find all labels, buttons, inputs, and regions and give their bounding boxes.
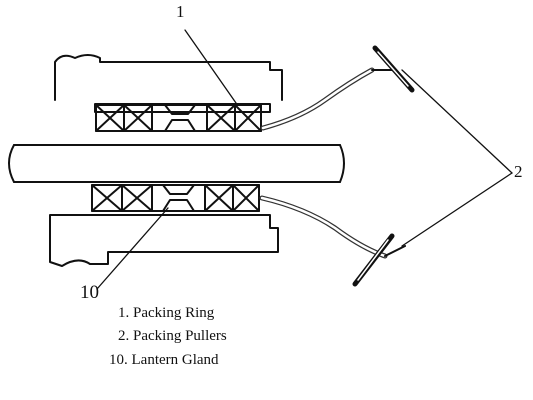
legend-item-packing-ring: 1. Packing Ring [118, 305, 215, 321]
leader-10 [96, 207, 169, 290]
leader-1 [184, 29, 237, 104]
callout-1: 1 [176, 2, 185, 21]
lower-housing [49, 214, 279, 267]
legend-item-lantern-gland: 10. Lantern Gland [109, 352, 219, 368]
shaft-left-end [8, 144, 15, 183]
upper-packing-puller [260, 45, 415, 131]
callout-2: 2 [514, 162, 523, 181]
lower-lantern-gland [151, 184, 206, 212]
legend-item-packing-pullers: 2. Packing Pullers [118, 328, 227, 344]
lower-packing-rings [91, 184, 260, 212]
shaft [13, 144, 341, 183]
upper-lantern-gland [151, 104, 208, 132]
leader-2-upper [401, 69, 513, 174]
leader-2-lower [401, 172, 513, 247]
lower-packing-puller [259, 195, 406, 287]
upper-housing [54, 54, 283, 101]
shaft-right-end [339, 144, 345, 183]
callout-10: 10 [80, 282, 99, 303]
